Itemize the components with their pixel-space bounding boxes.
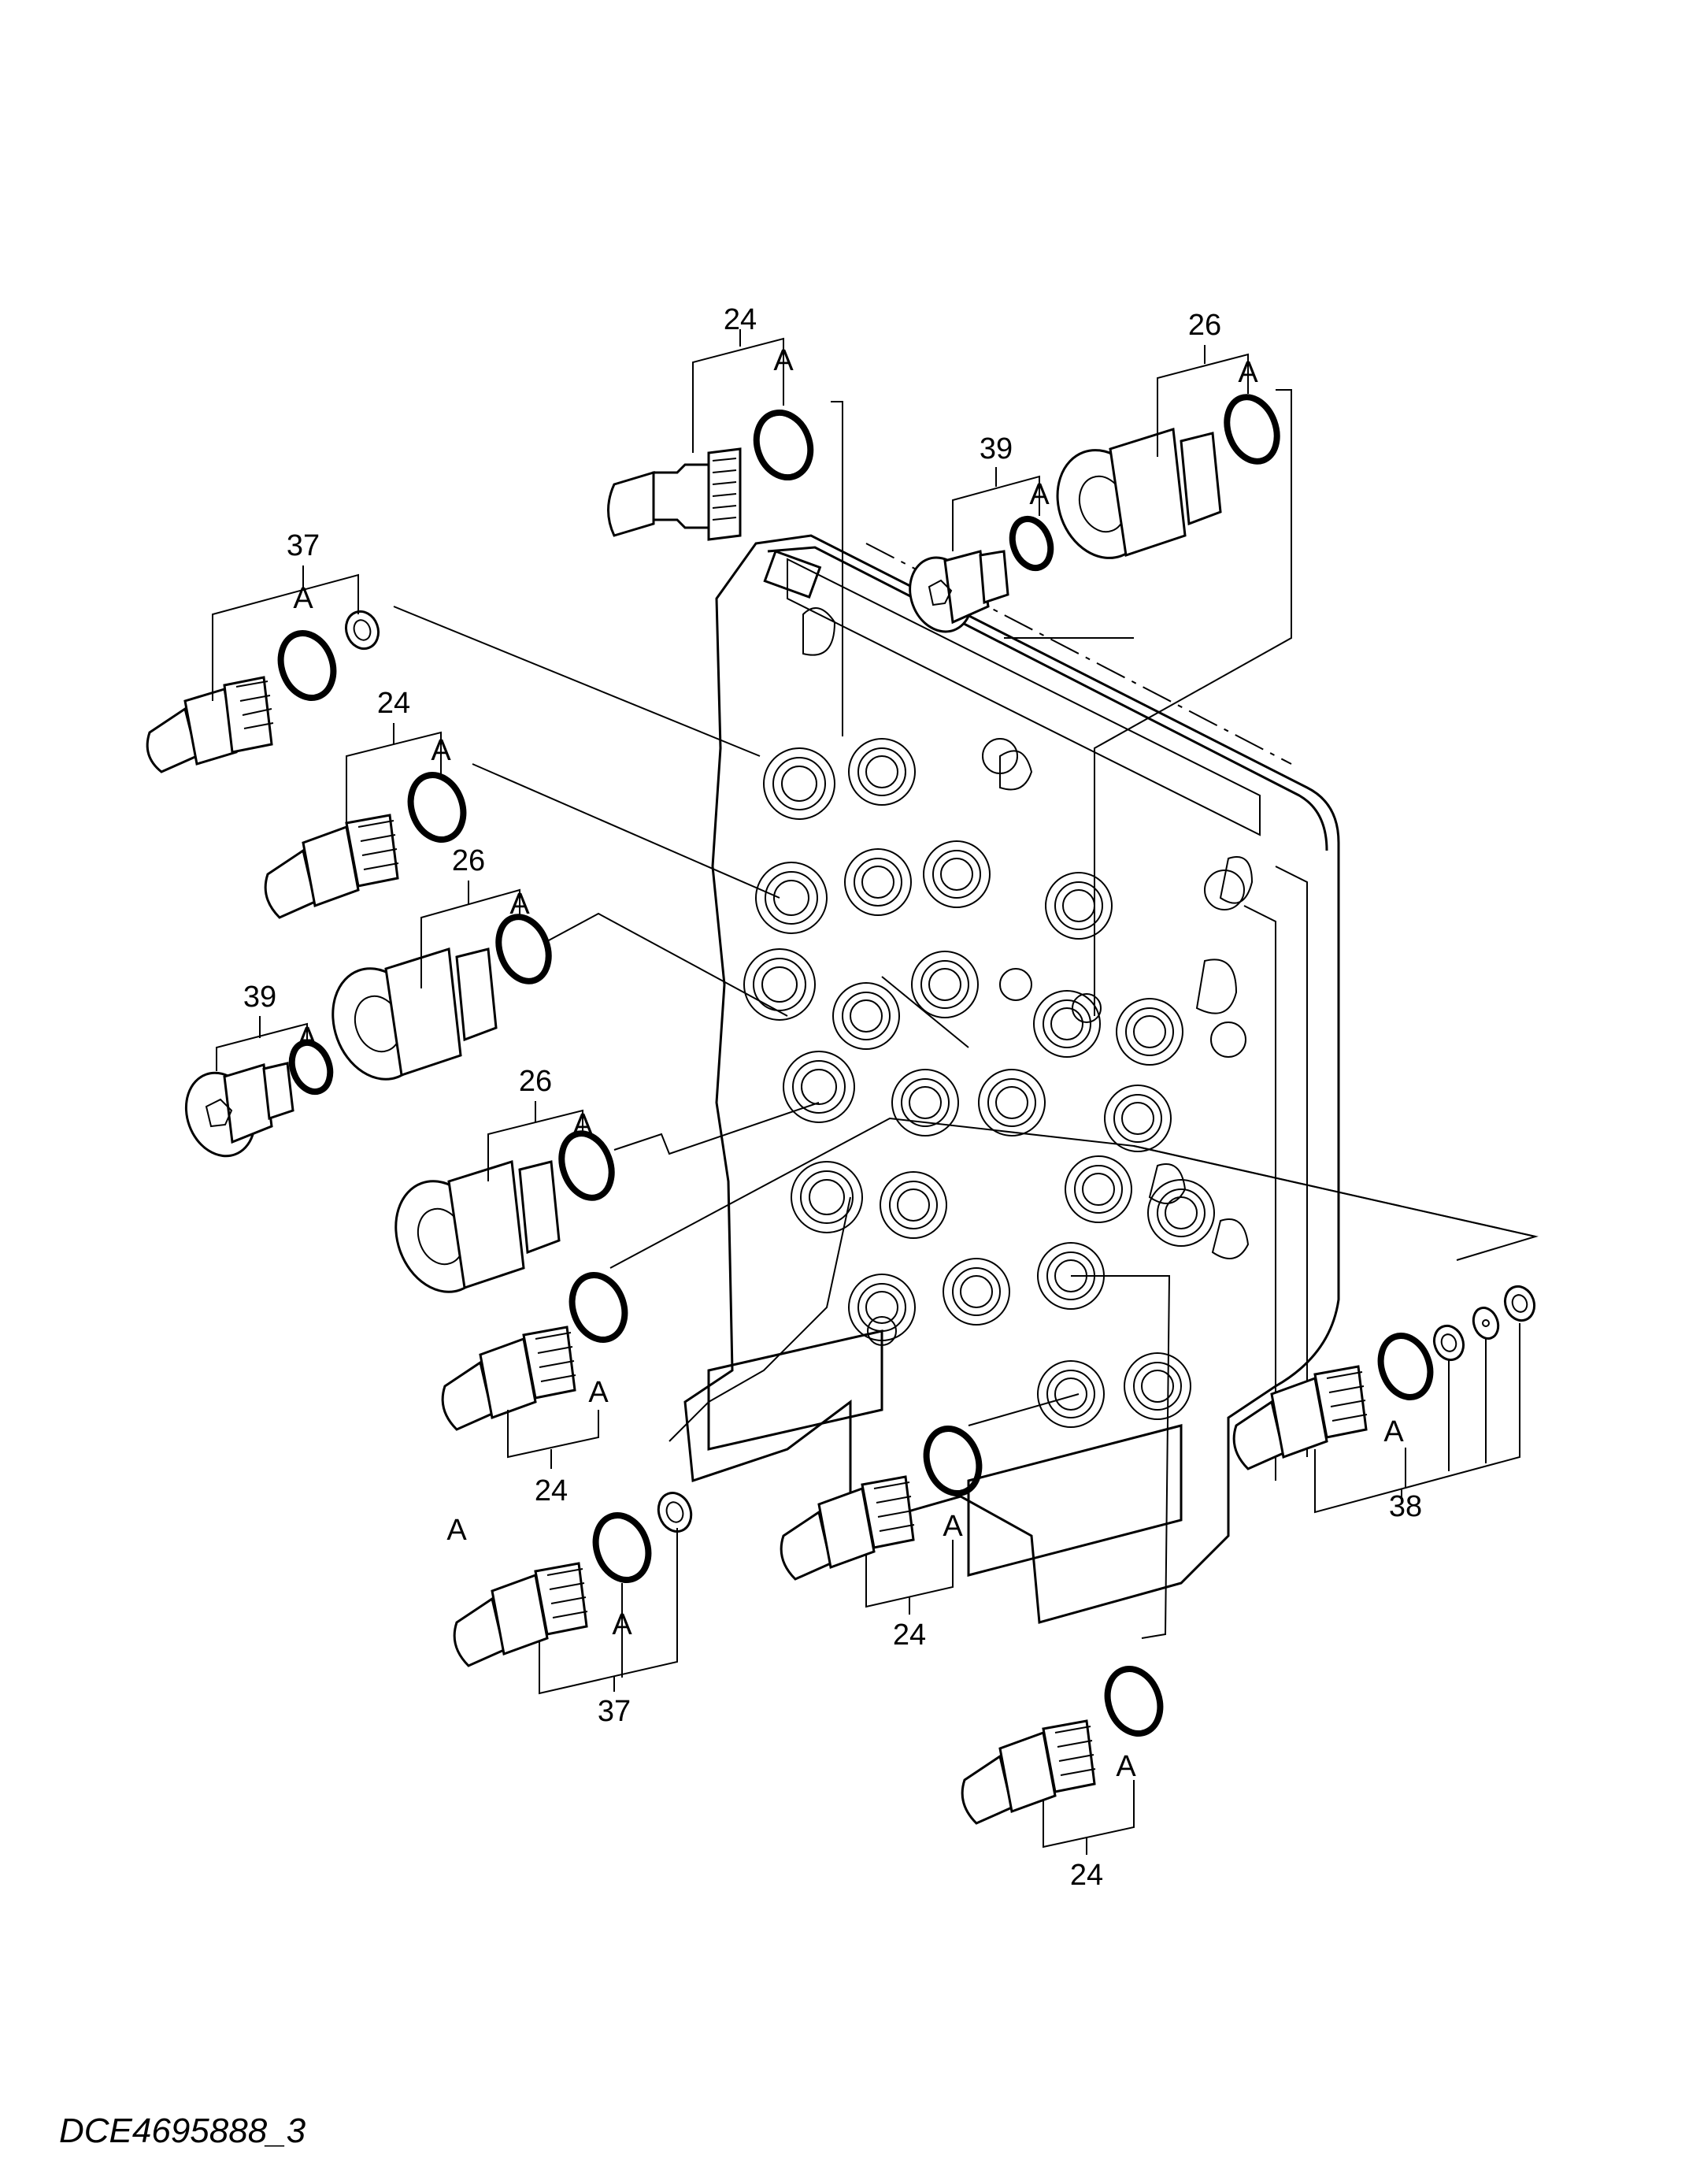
callout-seal-letter: A — [431, 734, 451, 767]
port — [923, 840, 991, 908]
callout-seal-letter: A — [1383, 1415, 1404, 1448]
port — [1124, 1352, 1191, 1420]
port — [791, 1161, 863, 1233]
callout-part-number: 24 — [535, 1474, 568, 1507]
port — [1147, 1179, 1215, 1247]
port — [1045, 872, 1113, 940]
plug-39-top — [909, 515, 1054, 633]
callout-seal-letter: A — [293, 582, 313, 615]
callout-part-number: 26 — [519, 1065, 552, 1098]
callout-part-number: 24 — [893, 1619, 926, 1652]
callout-part-number: 24 — [377, 687, 410, 720]
callout-seal-letter: A — [1238, 356, 1258, 389]
adapter-26-middle — [394, 1130, 615, 1293]
port — [943, 1258, 1010, 1326]
drawing-code: DCE4695888_3 — [59, 2112, 306, 2150]
callout-seal-letter: A — [1029, 478, 1050, 511]
callout-seal-letter: A — [773, 344, 794, 377]
callout-seal-letter: A — [588, 1376, 609, 1409]
fitting-24-top — [607, 409, 814, 541]
port — [832, 982, 900, 1050]
fitting-24-bottom — [961, 1666, 1164, 1825]
callout-part-number: 39 — [980, 432, 1013, 465]
port — [1033, 990, 1101, 1058]
callout-seal-letter: A — [297, 1022, 317, 1055]
callout-part-number: 26 — [1188, 309, 1221, 342]
callout-seal-letter: A — [612, 1608, 632, 1641]
callout-part-number: 37 — [287, 529, 320, 562]
port — [1116, 998, 1183, 1066]
port — [743, 948, 816, 1021]
port — [1065, 1155, 1132, 1223]
callout-part-number: 24 — [724, 303, 757, 336]
fitting-37-upper — [146, 610, 380, 773]
port — [911, 951, 979, 1018]
adapter-26-top — [1056, 394, 1280, 559]
port — [1104, 1085, 1172, 1152]
fitting-38-right — [1232, 1285, 1536, 1470]
callout-part-number: 37 — [598, 1695, 631, 1728]
port — [891, 1069, 959, 1136]
view-label: A — [446, 1514, 467, 1547]
callout-seal-letter: A — [509, 888, 530, 921]
callout-part-number: 38 — [1389, 1490, 1422, 1523]
fitting-37-lower — [453, 1492, 693, 1667]
callout-part-number: 39 — [243, 981, 276, 1014]
callout-part-number: 26 — [452, 844, 485, 877]
port — [848, 1274, 916, 1341]
port — [844, 848, 912, 916]
adapter-26-left — [331, 914, 552, 1081]
callout-part-number: 24 — [1070, 1859, 1103, 1892]
port — [1037, 1360, 1105, 1428]
callout-seal-letter: A — [572, 1108, 593, 1141]
leader-lines — [393, 389, 1539, 1639]
callout-brackets — [212, 329, 1520, 1855]
fitting-24-middle — [441, 1272, 628, 1431]
port — [763, 747, 835, 820]
plug-39-left — [184, 1039, 334, 1158]
callout-seal-letter: A — [943, 1510, 963, 1543]
fitting-24-left — [264, 772, 467, 919]
callout-seal-letter: A — [1116, 1750, 1136, 1783]
valve-ports — [743, 738, 1215, 1428]
port — [880, 1171, 947, 1239]
port — [978, 1069, 1046, 1136]
port — [755, 862, 828, 934]
fitting-24-bottom-middle — [780, 1426, 983, 1581]
callout-labels: 24 A 26 A 39 A 37 A 24 A 26 A 39 A 26 A … — [243, 303, 1422, 1892]
port — [848, 738, 916, 806]
port — [783, 1051, 855, 1123]
